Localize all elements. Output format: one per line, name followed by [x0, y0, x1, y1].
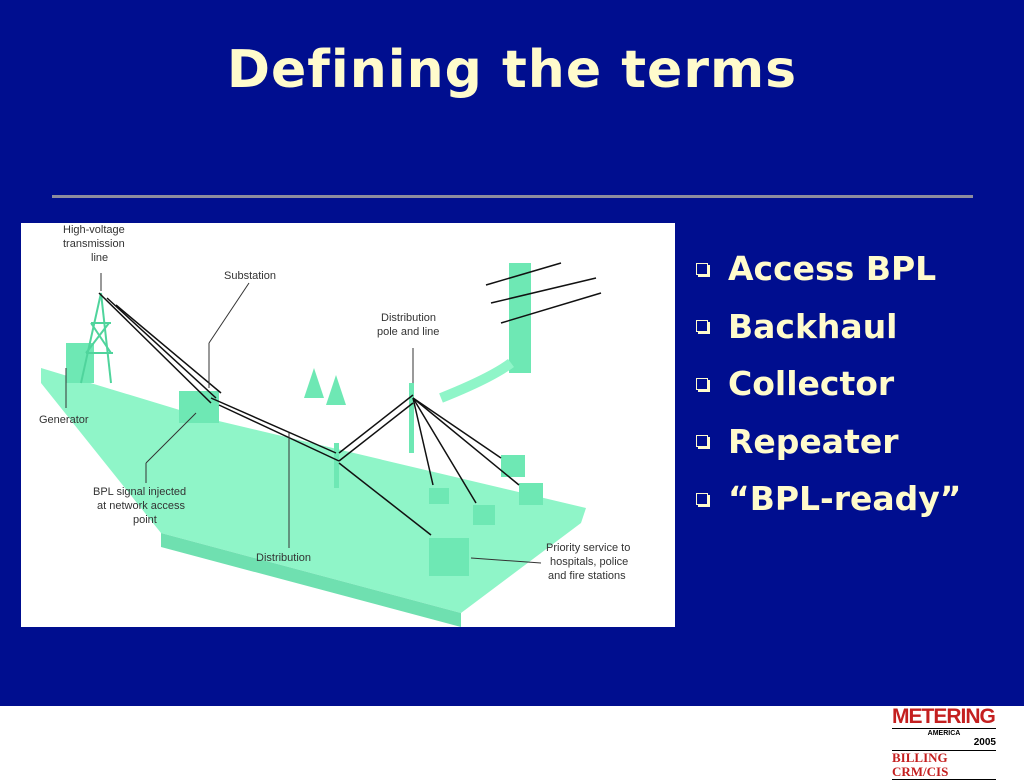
house-icon	[429, 488, 449, 504]
logo-billing: BILLING CRM/CIS	[892, 750, 996, 780]
bpl-diagram-svg: High-voltage transmission line Substatio…	[39, 224, 630, 627]
logo-year: 2005	[973, 737, 996, 748]
pole-closeup	[439, 262, 602, 403]
metering-america-logo: METERING AMERICA 2005 BILLING CRM/CIS	[892, 705, 996, 780]
label-bpl-3: point	[133, 514, 157, 526]
label-bpl-2: at network access	[97, 500, 186, 512]
checkbox-bullet-icon	[696, 320, 708, 333]
checkbox-bullet-icon	[696, 492, 708, 505]
label-dist-pole-1: Distribution	[381, 312, 436, 324]
utility-pole	[409, 383, 414, 453]
house-icon	[473, 505, 495, 525]
label-substation: Substation	[224, 270, 276, 282]
ground-edge	[161, 533, 461, 627]
bullet-item: Access BPL	[690, 240, 962, 298]
hospital-building	[429, 538, 469, 576]
label-distribution: Distribution	[256, 552, 311, 564]
label-generator: Generator	[39, 414, 89, 426]
bullet-text: “BPL-ready”	[728, 479, 962, 519]
label-leaders	[65, 273, 542, 564]
label-dist-pole-2: pole and line	[377, 326, 439, 338]
label-priority-1: Priority service to	[546, 542, 630, 554]
bullet-text: Backhaul	[728, 306, 898, 346]
bullet-text: Access BPL	[728, 249, 937, 289]
footer-bar	[0, 706, 1024, 768]
transmission-tower	[80, 292, 113, 384]
logo-america: AMERICA	[927, 730, 961, 737]
bpl-diagram: High-voltage transmission line Substatio…	[21, 223, 675, 627]
checkbox-bullet-icon	[696, 377, 708, 390]
label-hv-line-2: transmission	[63, 238, 125, 250]
label-hv-line-1: High-voltage	[63, 224, 125, 236]
house-icon	[519, 483, 543, 505]
house-icon	[501, 455, 525, 477]
bullet-list: Access BPL Backhaul Collector Repeater “…	[690, 240, 962, 528]
substation-building	[179, 391, 219, 423]
checkbox-bullet-icon	[696, 435, 708, 448]
bullet-text: Repeater	[728, 421, 899, 461]
label-priority-3: and fire stations	[548, 570, 626, 582]
bullet-item: Repeater	[690, 413, 962, 471]
checkbox-bullet-icon	[696, 262, 708, 275]
bullet-item: Collector	[690, 355, 962, 413]
bullet-item: “BPL-ready”	[690, 470, 962, 528]
slide-title: Defining the terms	[226, 40, 798, 100]
utility-pole	[334, 443, 339, 488]
tree-icon	[304, 368, 324, 398]
power-lines	[98, 292, 520, 536]
title-divider	[52, 195, 973, 198]
bullet-item: Backhaul	[690, 298, 962, 356]
logo-metering: METERING	[892, 705, 996, 729]
label-hv-line-3: line	[91, 252, 108, 264]
label-priority-2: hospitals, police	[550, 556, 628, 568]
label-bpl-1: BPL signal injected	[93, 486, 186, 498]
bullet-text: Collector	[728, 364, 895, 404]
tree-icon	[326, 375, 346, 405]
